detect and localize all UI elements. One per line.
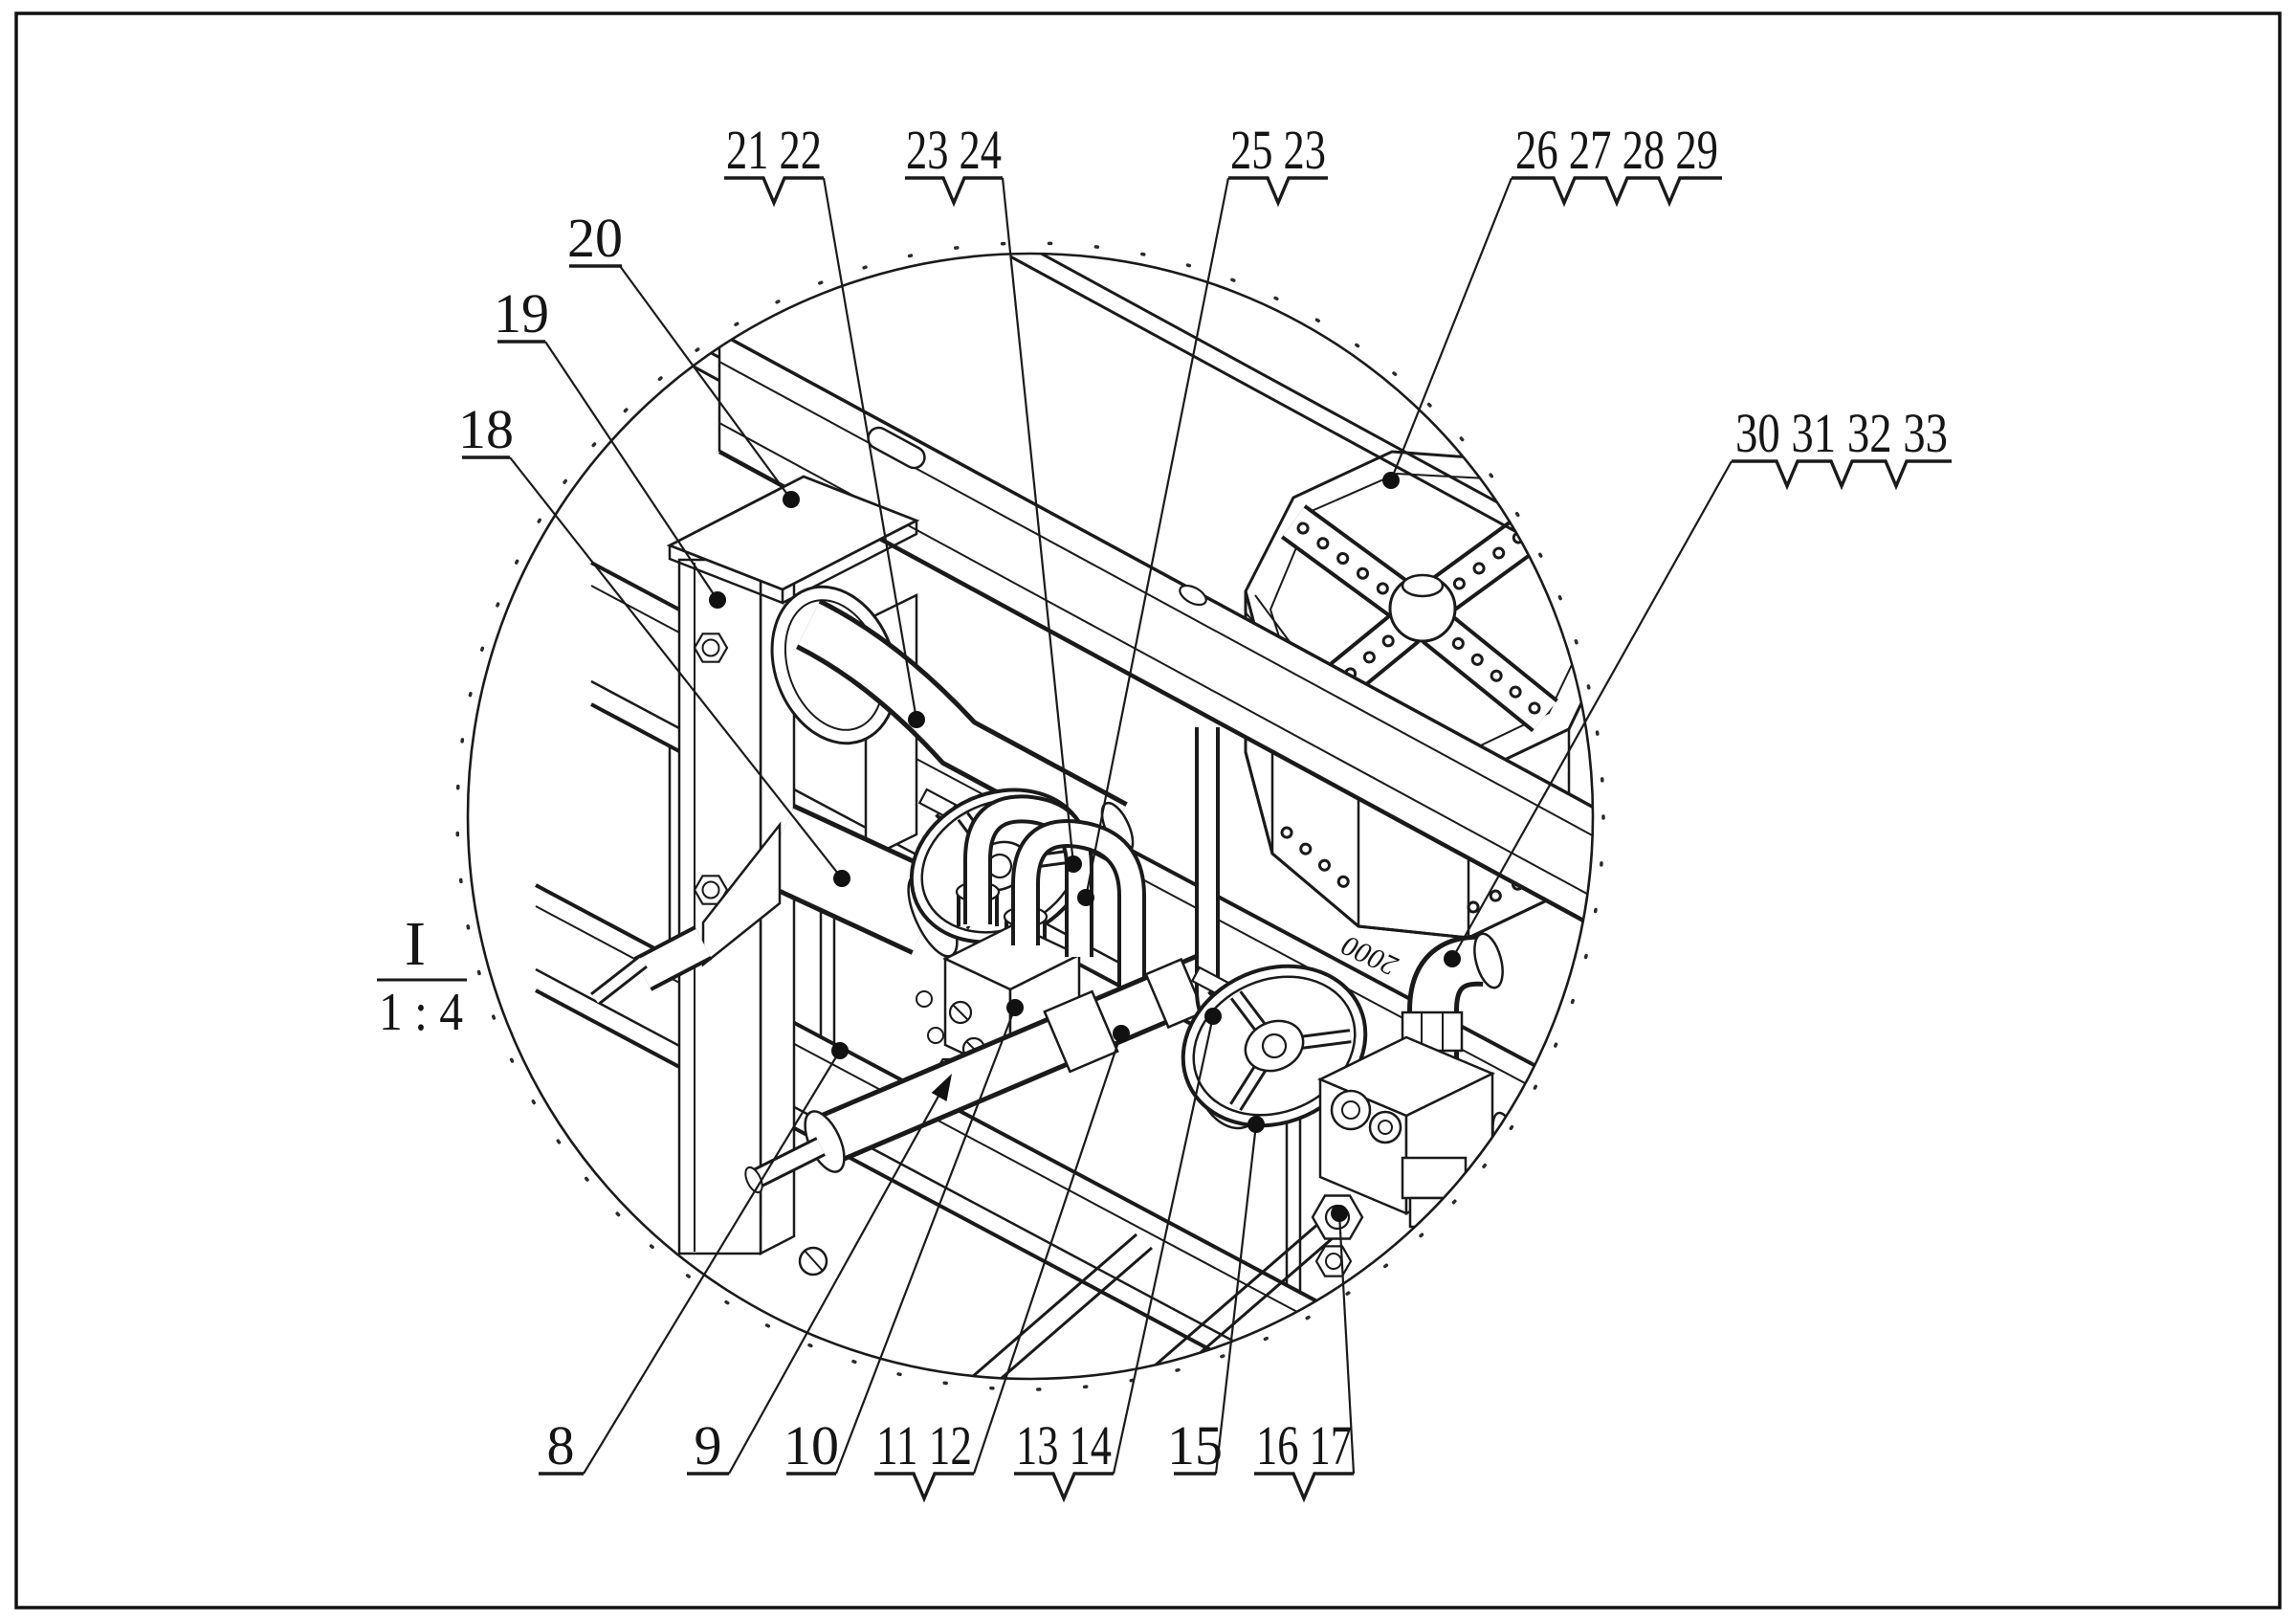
dot-8	[831, 1042, 849, 1059]
leader-8	[583, 1050, 841, 1475]
leader-13-14	[1112, 1015, 1215, 1475]
dot-23-24	[1065, 855, 1082, 873]
leader-25-23	[1084, 177, 1230, 899]
leader-23-24	[1001, 177, 1075, 865]
leader-15	[1214, 1123, 1258, 1475]
callout-20: 20	[567, 207, 623, 269]
callout-26-27-28-29: 26 27 28 29	[1515, 119, 1718, 181]
detail-circle-stipple	[455, 241, 1605, 1391]
clamp-plate	[666, 475, 920, 605]
underline-11-12	[874, 1472, 974, 1503]
callout-10: 10	[784, 1414, 839, 1477]
underline-25-23	[1228, 176, 1328, 208]
leader-30-33	[1451, 460, 1733, 960]
machinery-view: 2000	[535, 254, 1593, 1379]
u-bend-pipes	[963, 794, 1146, 997]
dot-19	[709, 591, 726, 609]
callout-23-24: 23 24	[906, 119, 1002, 181]
leader-19	[544, 341, 718, 601]
dot-18	[833, 870, 850, 887]
callout-13-14: 13 14	[1016, 1414, 1112, 1477]
arrow-9	[931, 1074, 952, 1101]
leader-26-29	[1389, 177, 1513, 481]
callout-16-17: 16 17	[1256, 1414, 1352, 1477]
dot-11-12	[1113, 1025, 1130, 1042]
callout-15: 15	[1167, 1414, 1223, 1477]
dot-15	[1247, 1116, 1265, 1133]
underline-26-29	[1512, 176, 1722, 208]
pipe-union	[1043, 989, 1119, 1074]
underline-16-17	[1254, 1472, 1354, 1503]
callout-25-23: 25 23	[1230, 119, 1326, 181]
dot-30-33	[1444, 950, 1461, 967]
leader-18	[509, 456, 843, 879]
dot-25-23	[1077, 889, 1094, 906]
valve-union	[1401, 1156, 1468, 1200]
callout-18: 18	[458, 398, 514, 460]
beam-small-hole	[1179, 584, 1207, 607]
leader-20	[619, 265, 792, 500]
dot-20	[783, 491, 800, 508]
underline-13-14	[1014, 1472, 1114, 1503]
detail-label: I	[405, 909, 426, 979]
drawing-border	[14, 11, 2282, 1610]
inlet-elbow	[770, 585, 1135, 855]
underline-23-24	[905, 176, 1003, 208]
callout-labels: 21 22 23 24 25 23 26 27 28 29 30 31 32 3…	[458, 119, 1952, 1503]
callout-8: 8	[547, 1414, 575, 1477]
callout-19: 19	[494, 282, 549, 344]
dot-16-17	[1331, 1205, 1348, 1222]
callout-21-22: 21 22	[726, 119, 822, 181]
dot-10	[1006, 999, 1024, 1016]
underline-30-33	[1732, 459, 1952, 491]
elbow-flange	[1473, 932, 1504, 989]
leader-16-17	[1337, 1212, 1356, 1475]
dot-26-29	[1382, 472, 1400, 489]
dot-21-22	[908, 711, 925, 728]
angle-valve	[1502, 1089, 1593, 1200]
callout-9: 9	[695, 1414, 722, 1477]
leader-lines	[509, 177, 1733, 1475]
callout-30-31-32-33: 30 31 32 33	[1735, 402, 1948, 464]
beam-slot-hole	[867, 426, 926, 470]
leader-10	[834, 1007, 1017, 1475]
post-bolt-upper	[693, 633, 729, 663]
detail-circle	[466, 252, 1595, 1381]
callout-11-12: 11 12	[876, 1414, 972, 1477]
leader-9	[728, 1090, 942, 1475]
leader-11-12	[972, 1033, 1123, 1475]
detail-scale-mark: I 1 : 4	[377, 909, 467, 1042]
leader-21-22	[822, 177, 918, 721]
detail-scale: 1 : 4	[379, 983, 463, 1042]
dot-13-14	[1204, 1008, 1222, 1025]
underline-21-22	[724, 176, 824, 208]
